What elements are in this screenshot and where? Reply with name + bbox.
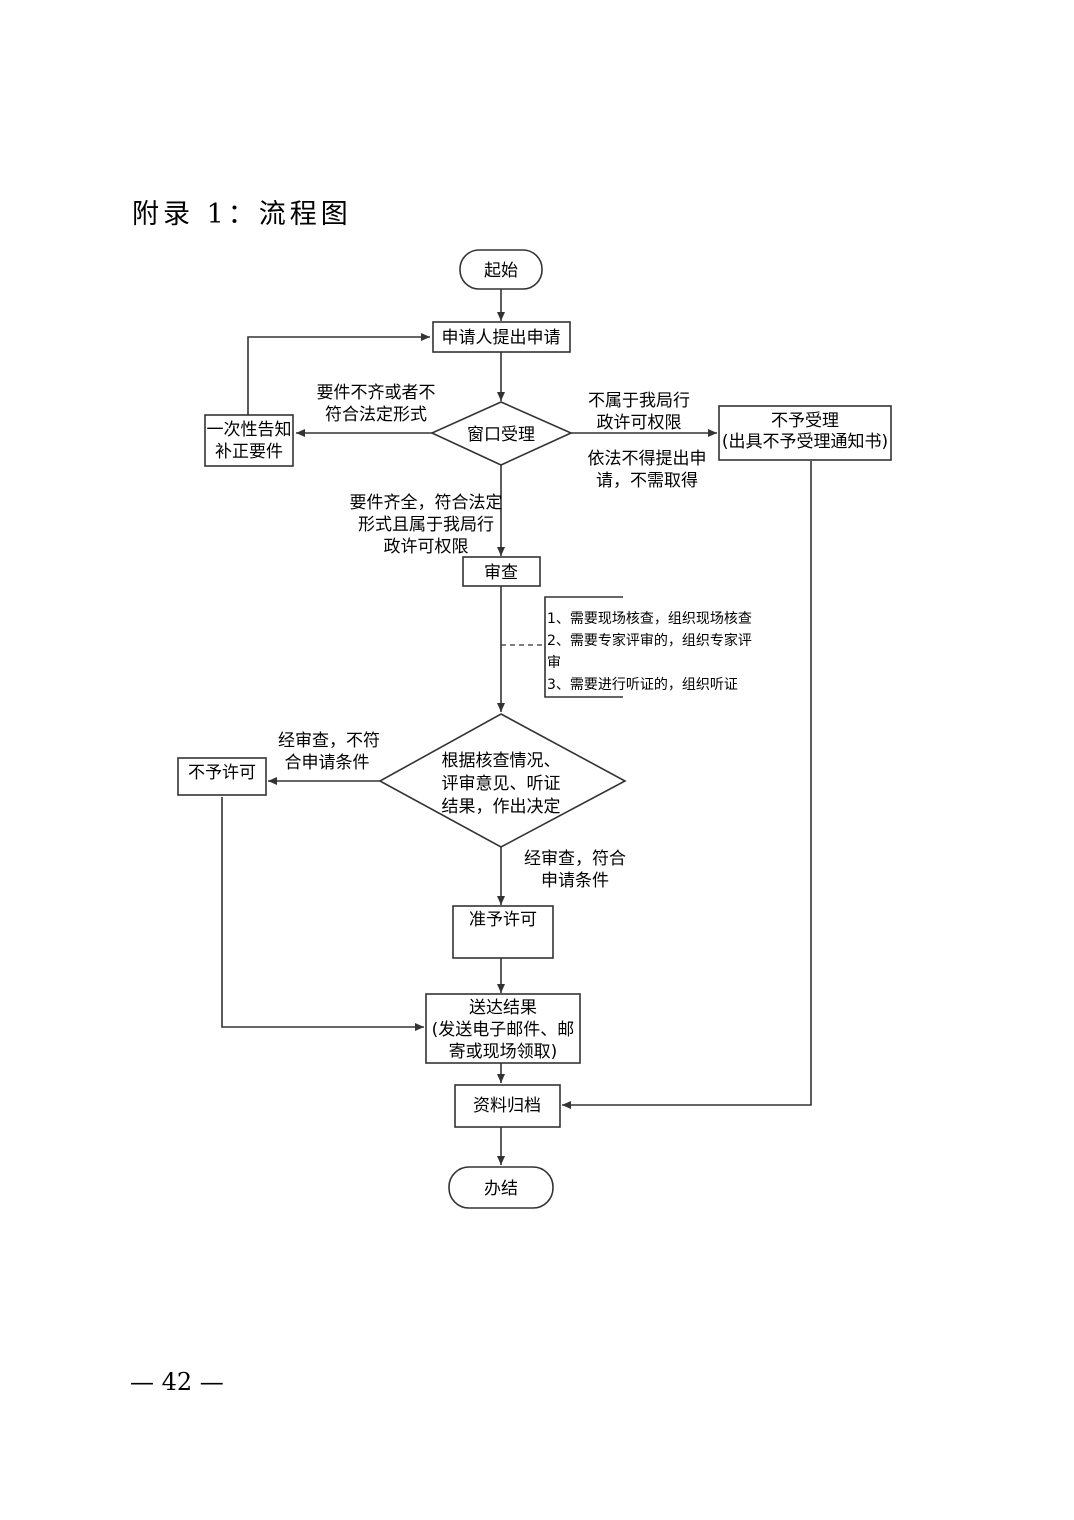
review-note-line-2: 2、需要专家评审的，组织专家评 bbox=[547, 632, 752, 649]
label-qualified-line-2: 申请条件 bbox=[541, 871, 609, 891]
edge-notify-apply bbox=[247, 333, 430, 415]
page-number: — 42 — bbox=[130, 1368, 224, 1396]
label-complete-line-2: 形式且属于我局行 bbox=[358, 515, 494, 535]
node-decide-line-2: 评审意见、听证 bbox=[442, 774, 561, 794]
node-notify-shape bbox=[204, 414, 294, 467]
node-grant-shape bbox=[452, 905, 554, 959]
node-review-shape bbox=[462, 556, 541, 587]
label-incomplete-line-1: 要件不齐或者不 bbox=[317, 383, 436, 403]
node-notify-line-1: 一次性告知 bbox=[207, 420, 292, 440]
review-note-line-4: 3、需要进行听证的，组织听证 bbox=[547, 677, 738, 693]
edge-reject-archive bbox=[562, 461, 812, 1109]
node-end: 办结 bbox=[484, 1179, 518, 1199]
node-deny-shape bbox=[177, 757, 267, 796]
label-not-qualified-line-1: 经审查，不符 bbox=[278, 731, 380, 751]
node-notify-line-2: 补正要件 bbox=[215, 442, 283, 462]
label-complete-line-3: 政许可权限 bbox=[384, 537, 469, 557]
edge-deny-deliver bbox=[221, 797, 424, 1031]
node-apply-shape bbox=[432, 321, 571, 353]
label-incomplete-line-2: 符合法定形式 bbox=[325, 405, 427, 425]
connectors bbox=[221, 289, 812, 1165]
label-out-of-scope-line-2: 政许可权限 bbox=[597, 413, 682, 433]
node-start-shape bbox=[459, 249, 543, 290]
node-deny: 不予许可 bbox=[188, 763, 256, 783]
label-not-qualified-line-2: 合申请条件 bbox=[285, 753, 370, 773]
node-reject-accept-shape bbox=[718, 405, 892, 461]
node-archive-shape bbox=[454, 1084, 561, 1128]
label-not-required-line-1: 依法不得提出申 bbox=[588, 449, 707, 469]
node-reject-accept-line-1: 不予受理 bbox=[771, 411, 839, 431]
node-decide-shape bbox=[378, 713, 627, 848]
node-grant: 准予许可 bbox=[469, 910, 537, 930]
node-review: 审查 bbox=[484, 563, 518, 583]
node-end-shape bbox=[448, 1166, 554, 1209]
node-deliver-line-2: (发送电子邮件、邮 bbox=[432, 1020, 575, 1040]
node-start: 起始 bbox=[484, 261, 518, 281]
review-note-bracket bbox=[544, 596, 623, 698]
node-deliver-shape bbox=[425, 993, 581, 1064]
node-window-shape bbox=[430, 401, 573, 466]
label-not-required-line-2: 请，不需取得 bbox=[596, 471, 698, 491]
review-note-line-1: 1、需要现场核查，组织现场核查 bbox=[547, 611, 752, 627]
node-deliver-line-3: 寄或现场领取) bbox=[449, 1042, 558, 1062]
review-note-line-3: 审 bbox=[547, 655, 561, 671]
node-reject-accept-line-2: (出具不予受理通知书) bbox=[722, 432, 888, 452]
label-complete-line-1: 要件齐全，符合法定 bbox=[350, 493, 503, 513]
node-deliver-line-1: 送达结果 bbox=[469, 998, 537, 1018]
node-archive: 资料归档 bbox=[473, 1096, 541, 1116]
node-decide-line-1: 根据核查情况、 bbox=[442, 751, 561, 771]
label-out-of-scope-line-1: 不属于我局行 bbox=[588, 391, 690, 411]
node-window: 窗口受理 bbox=[467, 425, 535, 445]
page-heading: 附录 1：流程图 bbox=[132, 199, 352, 230]
node-apply: 申请人提出申请 bbox=[442, 328, 561, 348]
label-qualified-line-1: 经审查，符合 bbox=[524, 849, 626, 869]
node-decide-line-3: 结果，作出决定 bbox=[442, 797, 561, 817]
